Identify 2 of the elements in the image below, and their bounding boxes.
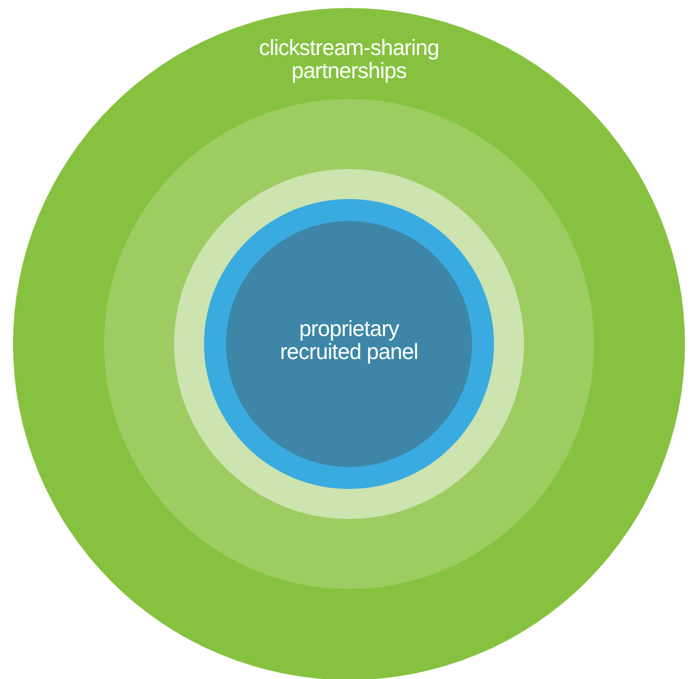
circle-label: proprietary recruited panel — [278, 317, 420, 364]
circle-label: clickstream-sharing partnerships — [258, 36, 440, 82]
